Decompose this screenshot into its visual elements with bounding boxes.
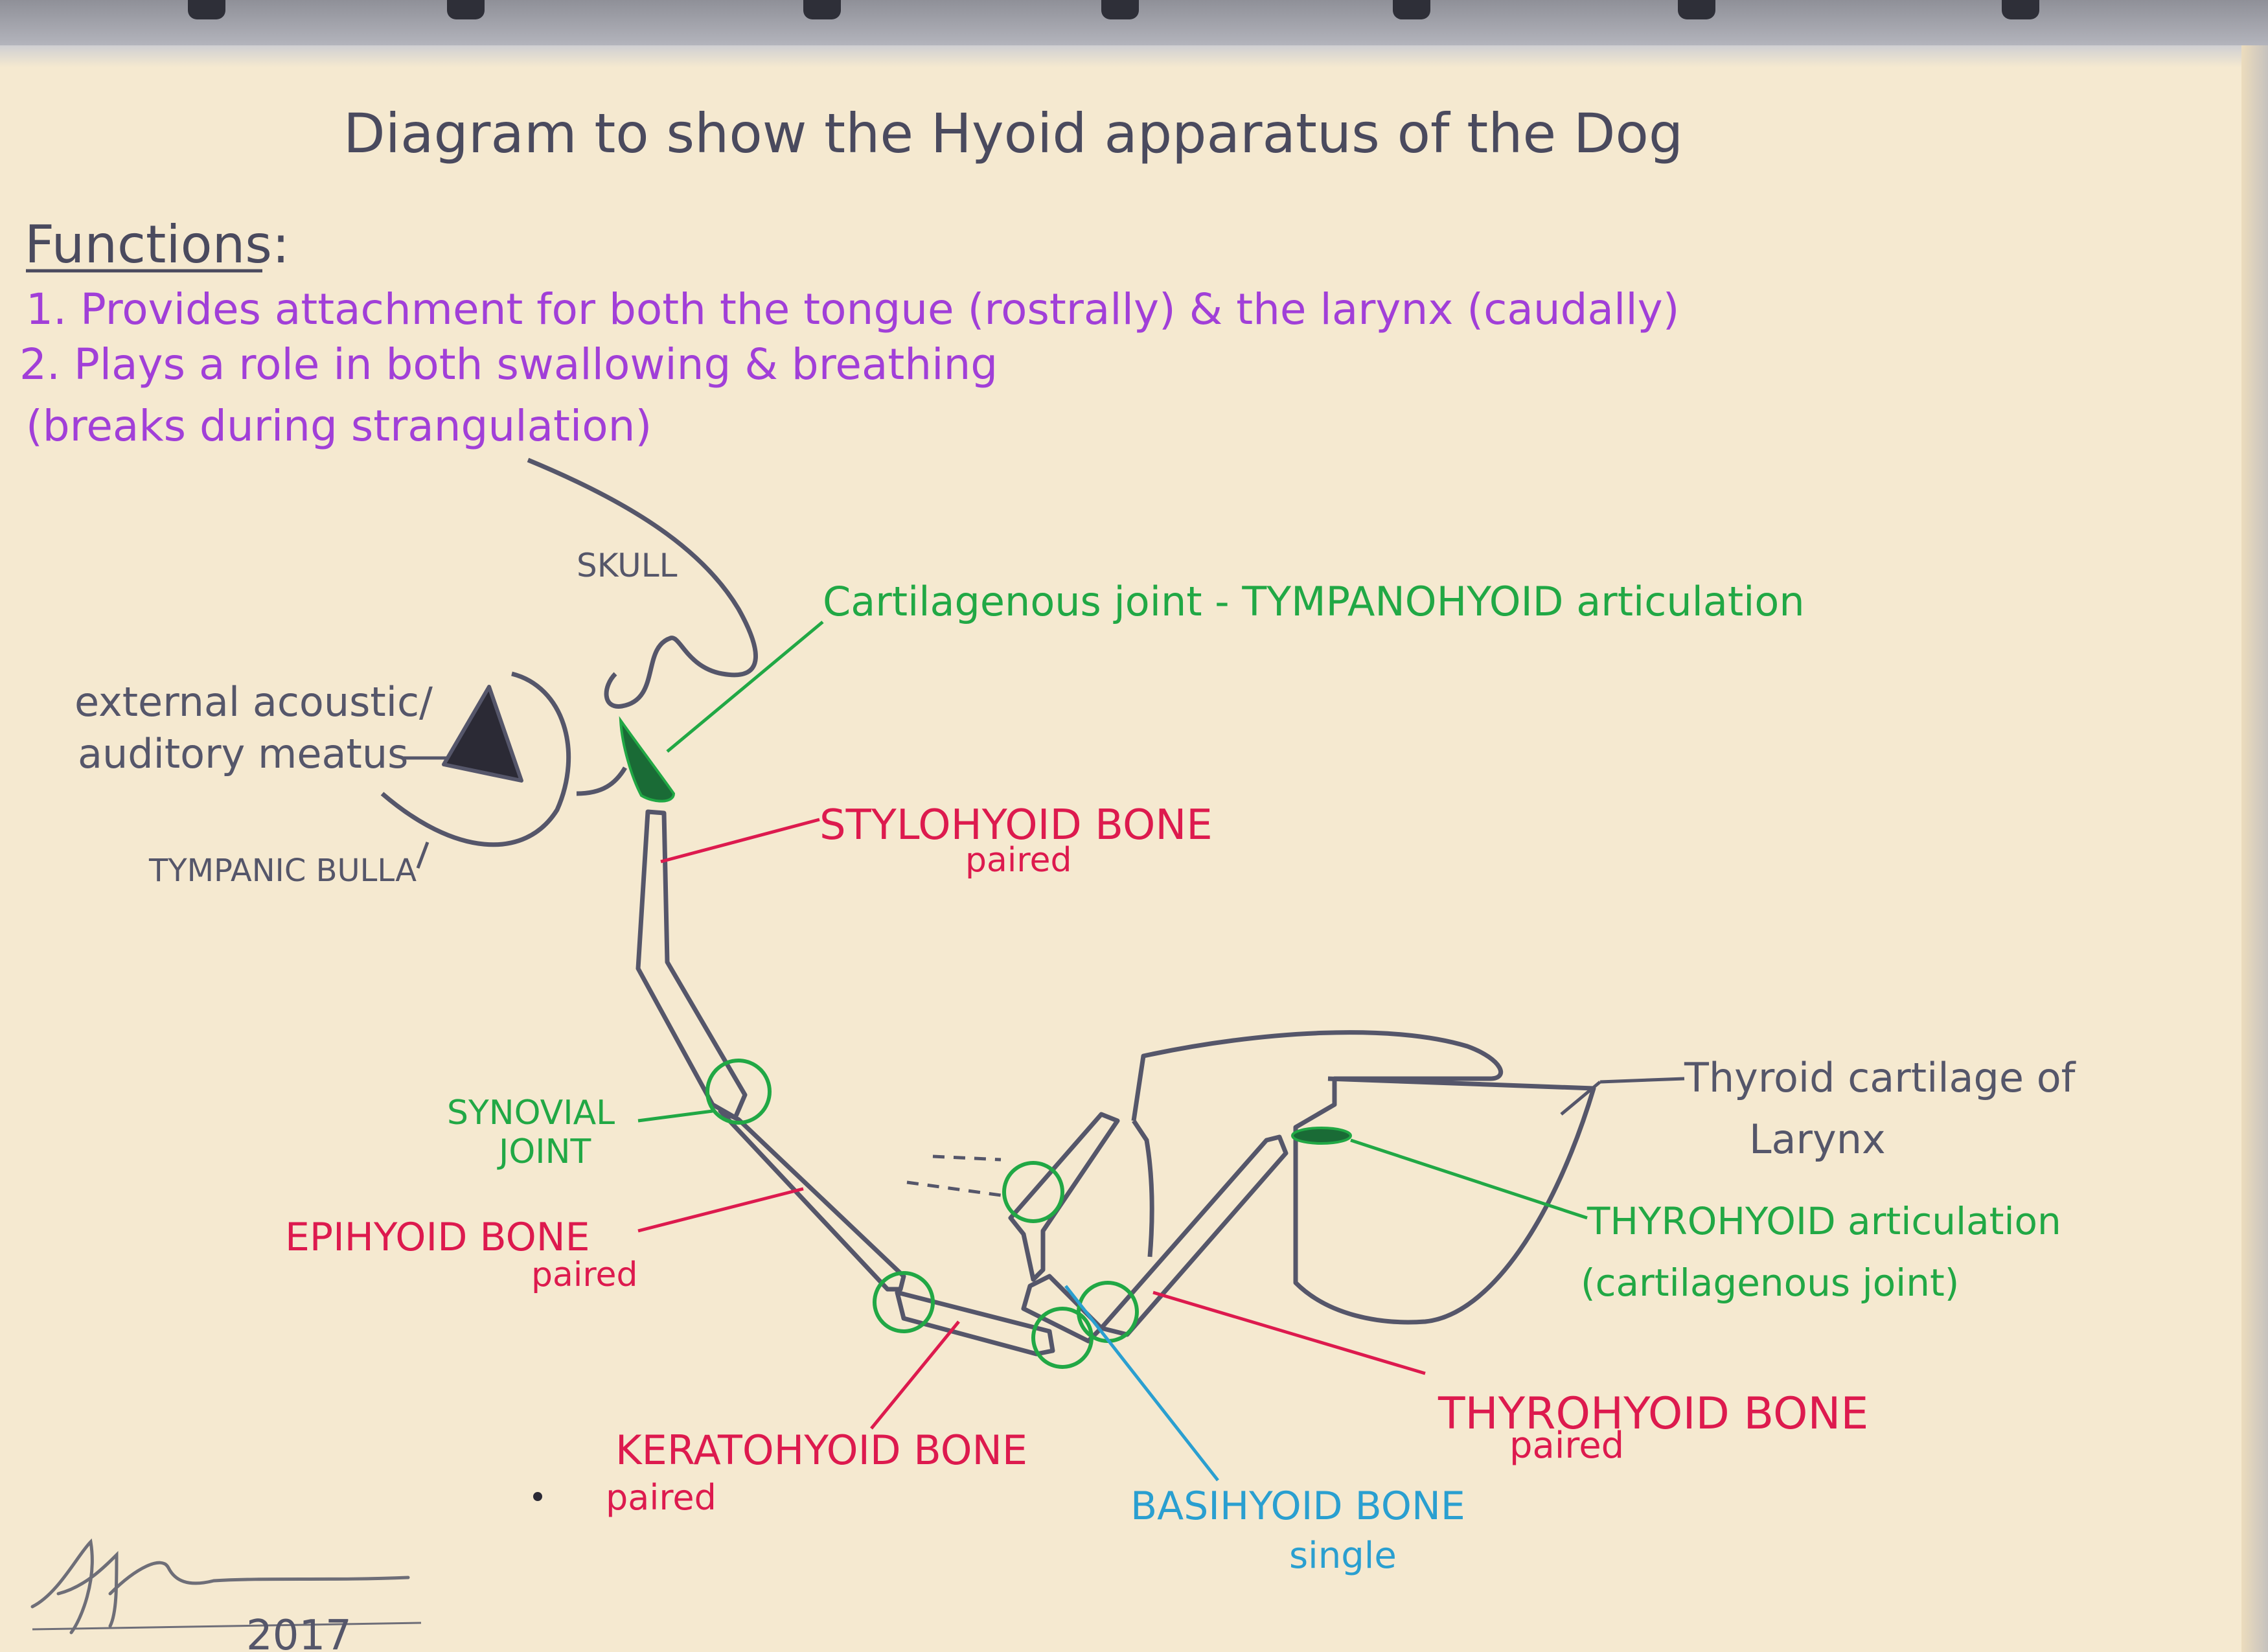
leader-thyrohyoid-articulation <box>1350 1138 1588 1220</box>
label-tympanic-bulla: TYMPANIC BULLA <box>148 853 417 889</box>
leader-tympanohyoid <box>666 621 824 753</box>
label-keratohyoid-sub: paired <box>606 1477 716 1518</box>
binder-hole <box>447 0 485 19</box>
leader-thyrohyoid-bone <box>1152 1291 1426 1375</box>
synovial-joint-circle <box>873 1271 935 1333</box>
diagram-title: Diagram to show the Hyoid apparatus of t… <box>343 102 1683 165</box>
leader-synovial <box>637 1109 713 1123</box>
binder-hole <box>1393 0 1430 19</box>
synovial-joint-circle <box>705 1059 772 1125</box>
pen-dot <box>533 1492 542 1501</box>
leader-stylohyoid <box>660 818 820 864</box>
thyroid-cartilage <box>1131 1030 1596 1325</box>
leader-tympanic-bulla <box>416 842 430 869</box>
signature <box>30 1538 421 1635</box>
thyrohyoid-bone <box>1099 1134 1289 1337</box>
label-basihyoid-sub: single <box>1289 1535 1397 1577</box>
binder-hole <box>2002 0 2039 19</box>
label-meatus-line2: auditory meatus <box>78 730 408 777</box>
label-epihyoid-sub: paired <box>531 1256 638 1294</box>
label-thyroid-line2: Larynx <box>1749 1116 1886 1163</box>
sheet-right-edge <box>2241 45 2268 1652</box>
label-synovial-line1: SYNOVIAL <box>447 1094 615 1132</box>
thyroid-cartilage-front <box>1132 1119 1154 1257</box>
binder-top-strip <box>0 0 2268 45</box>
leader-epihyoid <box>637 1187 804 1233</box>
label-thyrohyoid-bone: THYROHYOID BONE <box>1438 1388 1868 1440</box>
function-item-1: 1. Provides attachment for both the tong… <box>26 284 1679 334</box>
leader-thyroid-b <box>1599 1077 1685 1084</box>
stylohyoid-bone <box>636 809 748 1120</box>
label-thyrohyoid-articulation-line2: (cartilagenous joint) <box>1581 1261 1959 1305</box>
label-meatus-line1: external acoustic/ <box>74 678 433 726</box>
label-thyrohyoid-articulation-line1: THYROHYOID articulation <box>1586 1199 2061 1243</box>
year-text: 2017 <box>246 1613 352 1652</box>
binder-hole <box>188 0 225 19</box>
function-item-3: (breaks during strangulation) <box>26 401 652 451</box>
year-label: 2017 <box>246 1613 352 1652</box>
rostral-dash-1 <box>932 1154 1002 1162</box>
keratohyoid-bone <box>895 1290 1055 1357</box>
sheet-top-edge <box>0 45 2268 67</box>
label-synovial-line2: JOINT <box>497 1132 591 1171</box>
rostral-dash-2 <box>906 1180 1002 1197</box>
label-keratohyoid: KERATOHYOID BONE <box>615 1427 1027 1474</box>
binder-hole <box>1101 0 1139 19</box>
label-epihyoid: EPIHYOID BONE <box>285 1215 590 1260</box>
label-skull: SKULL <box>577 547 678 584</box>
basihyoid-bone <box>1021 1274 1104 1344</box>
bulla-connector <box>576 766 628 796</box>
function-item-2: 2. Plays a role in both swallowing & bre… <box>19 339 998 389</box>
paper-sheet <box>0 45 2268 1652</box>
functions-heading: Functions: <box>25 214 290 275</box>
tympanohyoid-cartilage <box>619 716 676 803</box>
ceratohyoid-arm <box>1008 1112 1120 1282</box>
label-thyroid-line1: Thyroid cartilage of <box>1684 1054 2077 1101</box>
thyrohyoid-articulation-mark <box>1291 1127 1352 1145</box>
label-basihyoid: BASIHYOID BONE <box>1130 1484 1465 1529</box>
leader-basihyoid <box>1064 1285 1219 1482</box>
label-thyrohyoid-bone-sub: paired <box>1509 1425 1624 1467</box>
label-stylohyoid-sub: paired <box>965 841 1072 880</box>
synovial-joint-circle <box>1002 1161 1064 1223</box>
leader-keratohyoid <box>870 1320 960 1430</box>
epihyoid-bone <box>718 1108 906 1292</box>
label-stylohyoid: STYLOHYOID BONE <box>819 801 1213 849</box>
skull-outline <box>527 457 758 709</box>
meatus-shape <box>442 685 523 783</box>
binder-hole <box>1678 0 1715 19</box>
leader-thyroid-a <box>1560 1081 1601 1116</box>
label-tympanohyoid: Cartilagenous joint - TYMPANOHYOID artic… <box>823 578 1805 625</box>
tympanic-bulla-outline <box>380 671 571 847</box>
binder-hole <box>803 0 841 19</box>
